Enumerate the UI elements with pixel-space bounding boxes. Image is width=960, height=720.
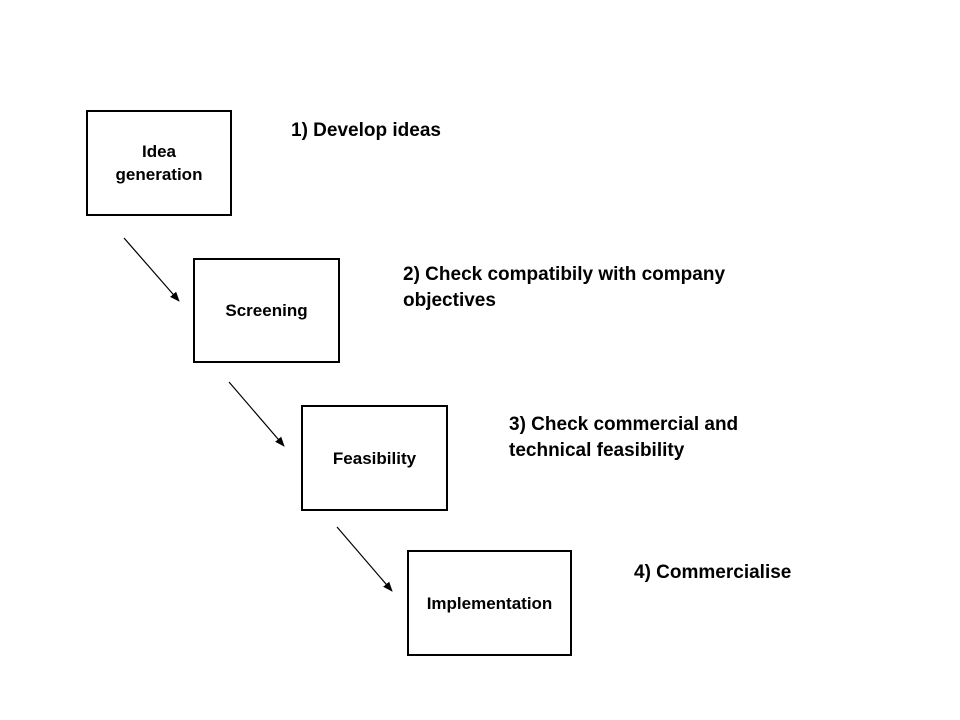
arrow-3-to-4 xyxy=(336,526,393,592)
stage-label-idea-generation: Idea generation xyxy=(115,142,203,184)
stage-box-idea-generation: Idea generation xyxy=(86,110,232,216)
step-description-3-line-2: technical feasibility xyxy=(509,440,685,461)
stage-label-screening: Screening xyxy=(225,301,308,320)
stage-label-implementation: Implementation xyxy=(426,593,553,613)
step-description-2-line-1: 2) Check compatibily with company xyxy=(403,264,726,285)
arrow-1-to-2 xyxy=(123,237,180,302)
step-description-1-line-1: 1) Develop ideas xyxy=(291,120,441,141)
stage-box-implementation: Implementation xyxy=(407,550,572,656)
arrow-2-to-3 xyxy=(228,381,285,447)
step-description-3: 3) Check commercial and technical feasib… xyxy=(509,412,738,464)
step-description-4-line-1: 4) Commercialise xyxy=(634,562,792,583)
stage-box-feasibility: Feasibility xyxy=(301,405,448,511)
stage-label-feasibility: Feasibility xyxy=(332,448,417,468)
step-description-1: 1) Develop ideas xyxy=(291,118,441,144)
stage-box-screening: Screening xyxy=(193,258,340,363)
step-description-4: 4) Commercialise xyxy=(634,560,791,586)
step-description-3-line-1: 3) Check commercial and xyxy=(509,414,739,435)
step-description-2: 2) Check compatibily with company object… xyxy=(403,262,725,314)
step-description-2-line-2: objectives xyxy=(403,290,496,311)
